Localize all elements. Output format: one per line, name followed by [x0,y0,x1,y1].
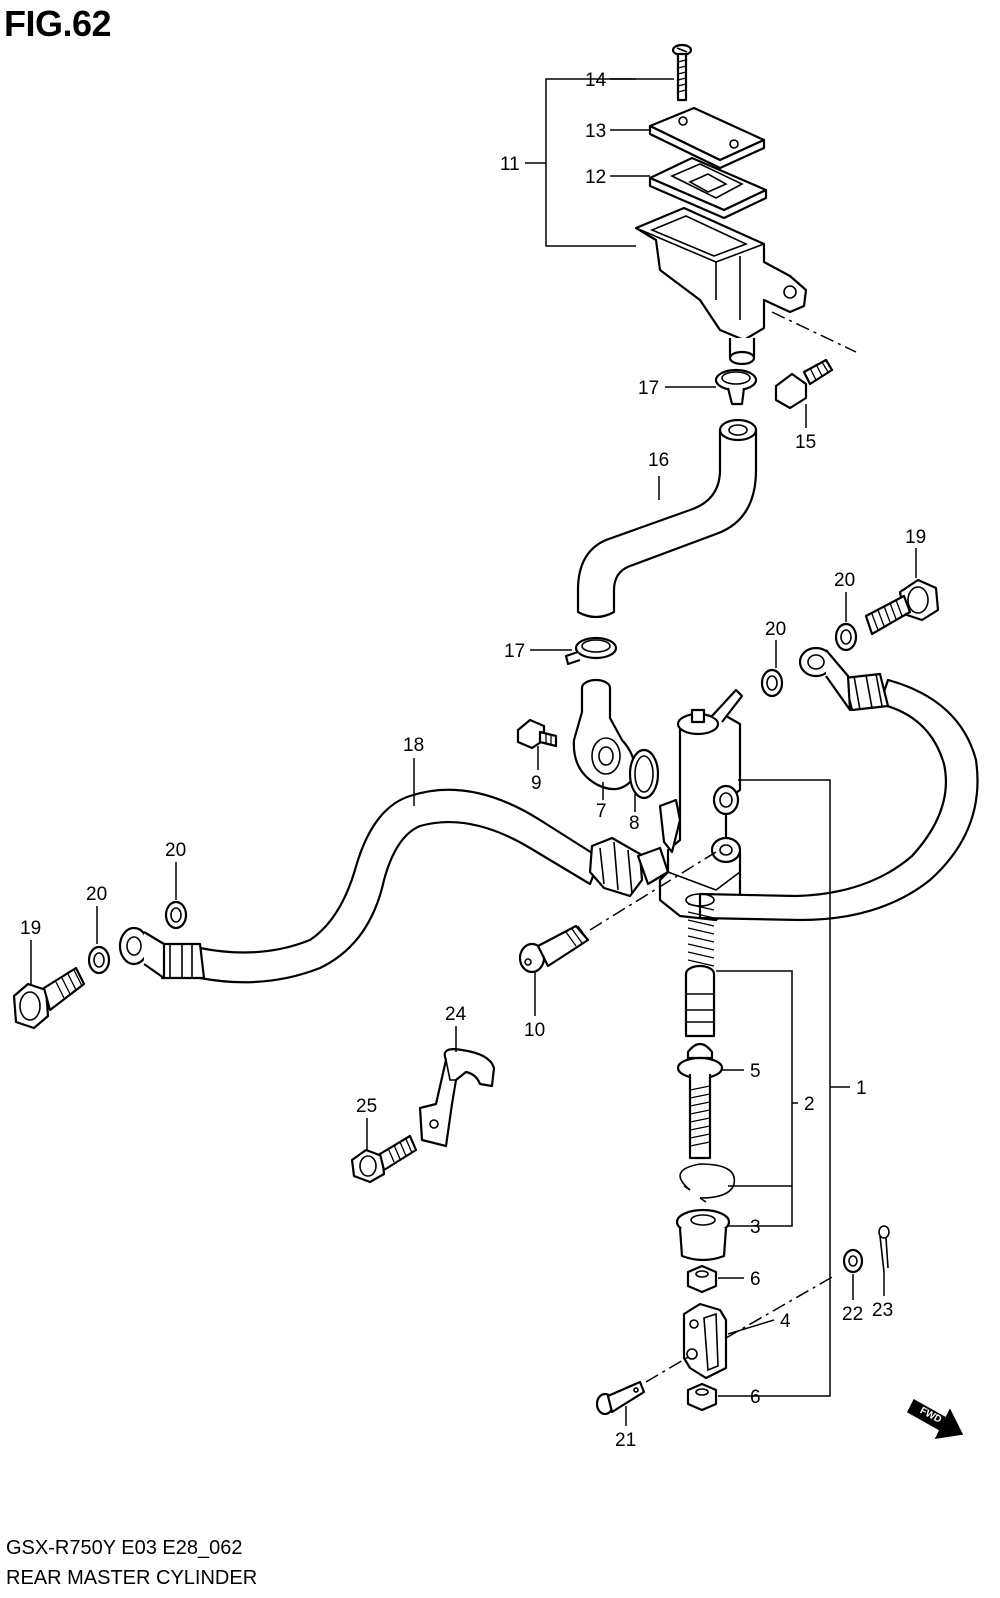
part-label-2: 2 [804,1094,815,1115]
part-label-6b: 6 [750,1387,761,1408]
cap-part-13 [648,106,766,170]
part-label-21: 21 [615,1430,636,1451]
part-label-22: 22 [842,1304,863,1325]
clevis-part-4 [682,1302,728,1380]
part-label-20a: 20 [834,570,855,591]
part-label-17b: 17 [504,641,525,662]
part-label-12: 12 [585,167,606,188]
forward-arrow-icon: FWD [907,1398,964,1439]
union-bolt-part-19b [864,578,940,636]
part-label-10: 10 [524,1020,545,1041]
washer-part-20b [87,945,111,975]
nut-part-6b [686,1382,718,1412]
part-label-20d: 20 [86,884,107,905]
bolt-part-25 [350,1134,418,1184]
part-label-6a: 6 [750,1269,761,1290]
piston-part [684,964,716,1038]
part-label-25: 25 [356,1096,377,1117]
part-label-15: 15 [795,432,816,453]
clamp-lower-part-17 [564,636,618,666]
washer-part-20a [164,900,188,930]
diaphragm-part-12 [648,156,768,220]
spring-part [685,893,715,967]
washer-part-20c [760,668,784,698]
part-label-1: 1 [856,1078,867,1099]
bolt-part-10 [518,924,590,974]
part-label-4: 4 [780,1311,791,1332]
diagram-caption: REAR MASTER CYLINDER [6,1567,258,1589]
hose-right [698,646,979,922]
hose-part-18 [198,788,670,984]
part-label-19b: 19 [20,918,41,939]
part-label-7: 7 [596,801,607,822]
part-number-labels: 1 2 3 4 5 6 6 7 8 9 10 11 12 13 14 15 16… [20,70,926,1451]
nut-part-6a [686,1264,718,1294]
reservoir-assembly [634,43,857,410]
part-label-3: 3 [750,1217,761,1238]
clamp-upper-part-17 [714,368,758,406]
part-label-23: 23 [872,1300,893,1321]
part-label-18: 18 [403,735,424,756]
bolt-part-15 [774,358,834,410]
part-label-24: 24 [445,1004,467,1025]
model-code: GSX-R750Y E03 E28_062 [6,1537,243,1559]
part-label-17a: 17 [638,378,659,399]
part-label-14: 14 [585,70,607,91]
o-ring-part-8 [628,748,660,800]
union-bolt-part-19a [12,966,86,1030]
bracket-part-24 [418,1048,496,1148]
circlip-part [679,1163,736,1203]
part-label-20c: 20 [165,840,186,861]
washer-part-20d [834,622,858,652]
hose-part-16 [576,418,758,619]
part-label-11: 11 [500,154,520,175]
part-label-9: 9 [531,773,542,794]
fitting-part-7 [572,678,636,791]
boot-part-3 [675,1208,731,1262]
leader-lines [30,78,917,1426]
clevis-pin-part-21 [595,1380,646,1416]
part-label-13: 13 [585,121,606,142]
master-cylinder-body [658,688,744,922]
banjo-fitting-left [118,926,206,980]
cotter-pin-part-23 [878,1225,890,1273]
part-label-16: 16 [648,450,669,471]
part-label-20b: 20 [765,619,786,640]
reservoir-body-part-11 [634,206,808,366]
washer-part-22 [842,1248,864,1274]
screw-part-14 [671,43,693,102]
figure-title: FIG.62 [4,3,112,44]
part-label-5: 5 [750,1061,761,1082]
part-label-19a: 19 [905,527,926,548]
screw-part-9 [516,718,558,750]
part-label-8: 8 [629,813,640,834]
push-rod-part-5 [676,1042,724,1160]
